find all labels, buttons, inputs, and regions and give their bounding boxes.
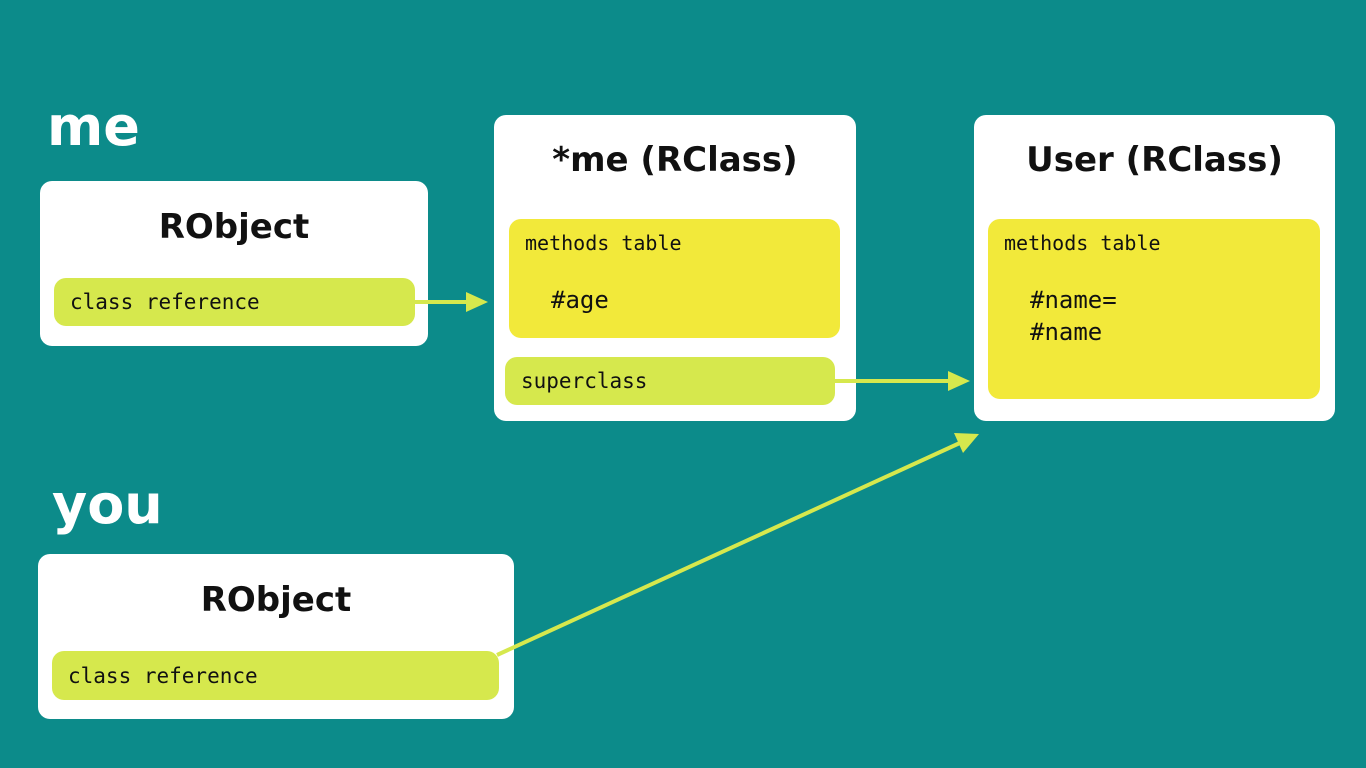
- method-name-getter: #name: [1030, 318, 1103, 346]
- you-label: you: [52, 473, 163, 536]
- singleton-class-title: *me (RClass): [552, 140, 798, 180]
- singleton-class-box: *me (RClass) methods table #age supercla…: [494, 115, 856, 421]
- methods-table-label: methods table: [525, 231, 682, 255]
- user-methods-table: methods table #name= #name: [988, 219, 1320, 399]
- arrowhead-icon: [948, 371, 970, 391]
- arrowhead-icon: [466, 292, 488, 312]
- me-label: me: [47, 95, 140, 158]
- me-robject-title: RObject: [158, 207, 310, 247]
- you-robject-box: RObject class reference: [38, 554, 514, 719]
- me-robject-box: RObject class reference: [40, 181, 428, 346]
- method-age: #age: [551, 286, 609, 314]
- superclass-reference: superclass: [505, 357, 835, 405]
- user-class-box: User (RClass) methods table #name= #name: [974, 115, 1335, 421]
- you-robject-title: RObject: [200, 580, 352, 620]
- arrow-you-to-user: [496, 440, 963, 657]
- method-name-setter: #name=: [1030, 286, 1117, 314]
- methods-table-label: methods table: [1004, 231, 1161, 255]
- user-class-title: User (RClass): [1026, 140, 1283, 180]
- me-class-reference: class reference: [54, 278, 415, 326]
- singleton-methods-table: methods table #age: [509, 219, 840, 338]
- you-class-reference: class reference: [52, 651, 499, 700]
- arrowhead-icon: [954, 433, 979, 453]
